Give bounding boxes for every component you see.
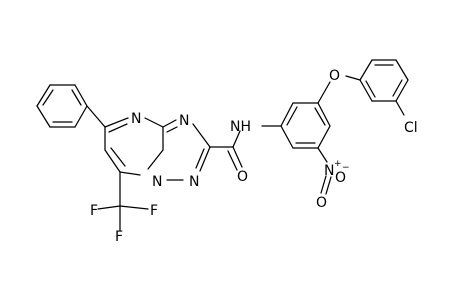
phenyl-pyrimidine-bond (86, 105, 106, 128)
nitro-oxygen-bottom-label: O (316, 195, 327, 211)
central-benzene-ring (280, 102, 331, 149)
chlorophenyl-ring (359, 59, 409, 116)
ether-linkage (317, 75, 361, 104)
carboxamide-group (209, 125, 282, 171)
triazole-n-top-label: N (179, 113, 189, 129)
pyrimidine-n-label: N (131, 111, 141, 127)
triazole-n-right-label: N (189, 174, 199, 190)
fluorine-bottom-label: F (115, 229, 123, 245)
trifluoromethyl-group (97, 171, 149, 231)
ether-oxygen-label: O (329, 68, 340, 84)
fluorine-left-label: F (90, 203, 98, 219)
triazole-n-bottom-label: N (152, 174, 162, 190)
nitro-oxygen-charge: − (342, 163, 350, 173)
phenyl-ring (36, 84, 88, 128)
nitro-nitrogen-label: N (324, 163, 334, 179)
amide-nh-label: NH (230, 119, 251, 135)
triazole-ring (162, 119, 211, 181)
chlorine-label: Cl (404, 120, 418, 136)
carbonyl-oxygen-label: O (237, 169, 248, 185)
pyrimidine-ring (104, 117, 164, 176)
nitro-oxygen-top-label: O (335, 170, 346, 186)
fluorine-right-label: F (150, 203, 158, 219)
nitro-group (317, 147, 332, 195)
nitro-nitrogen-charge: + (334, 159, 342, 169)
